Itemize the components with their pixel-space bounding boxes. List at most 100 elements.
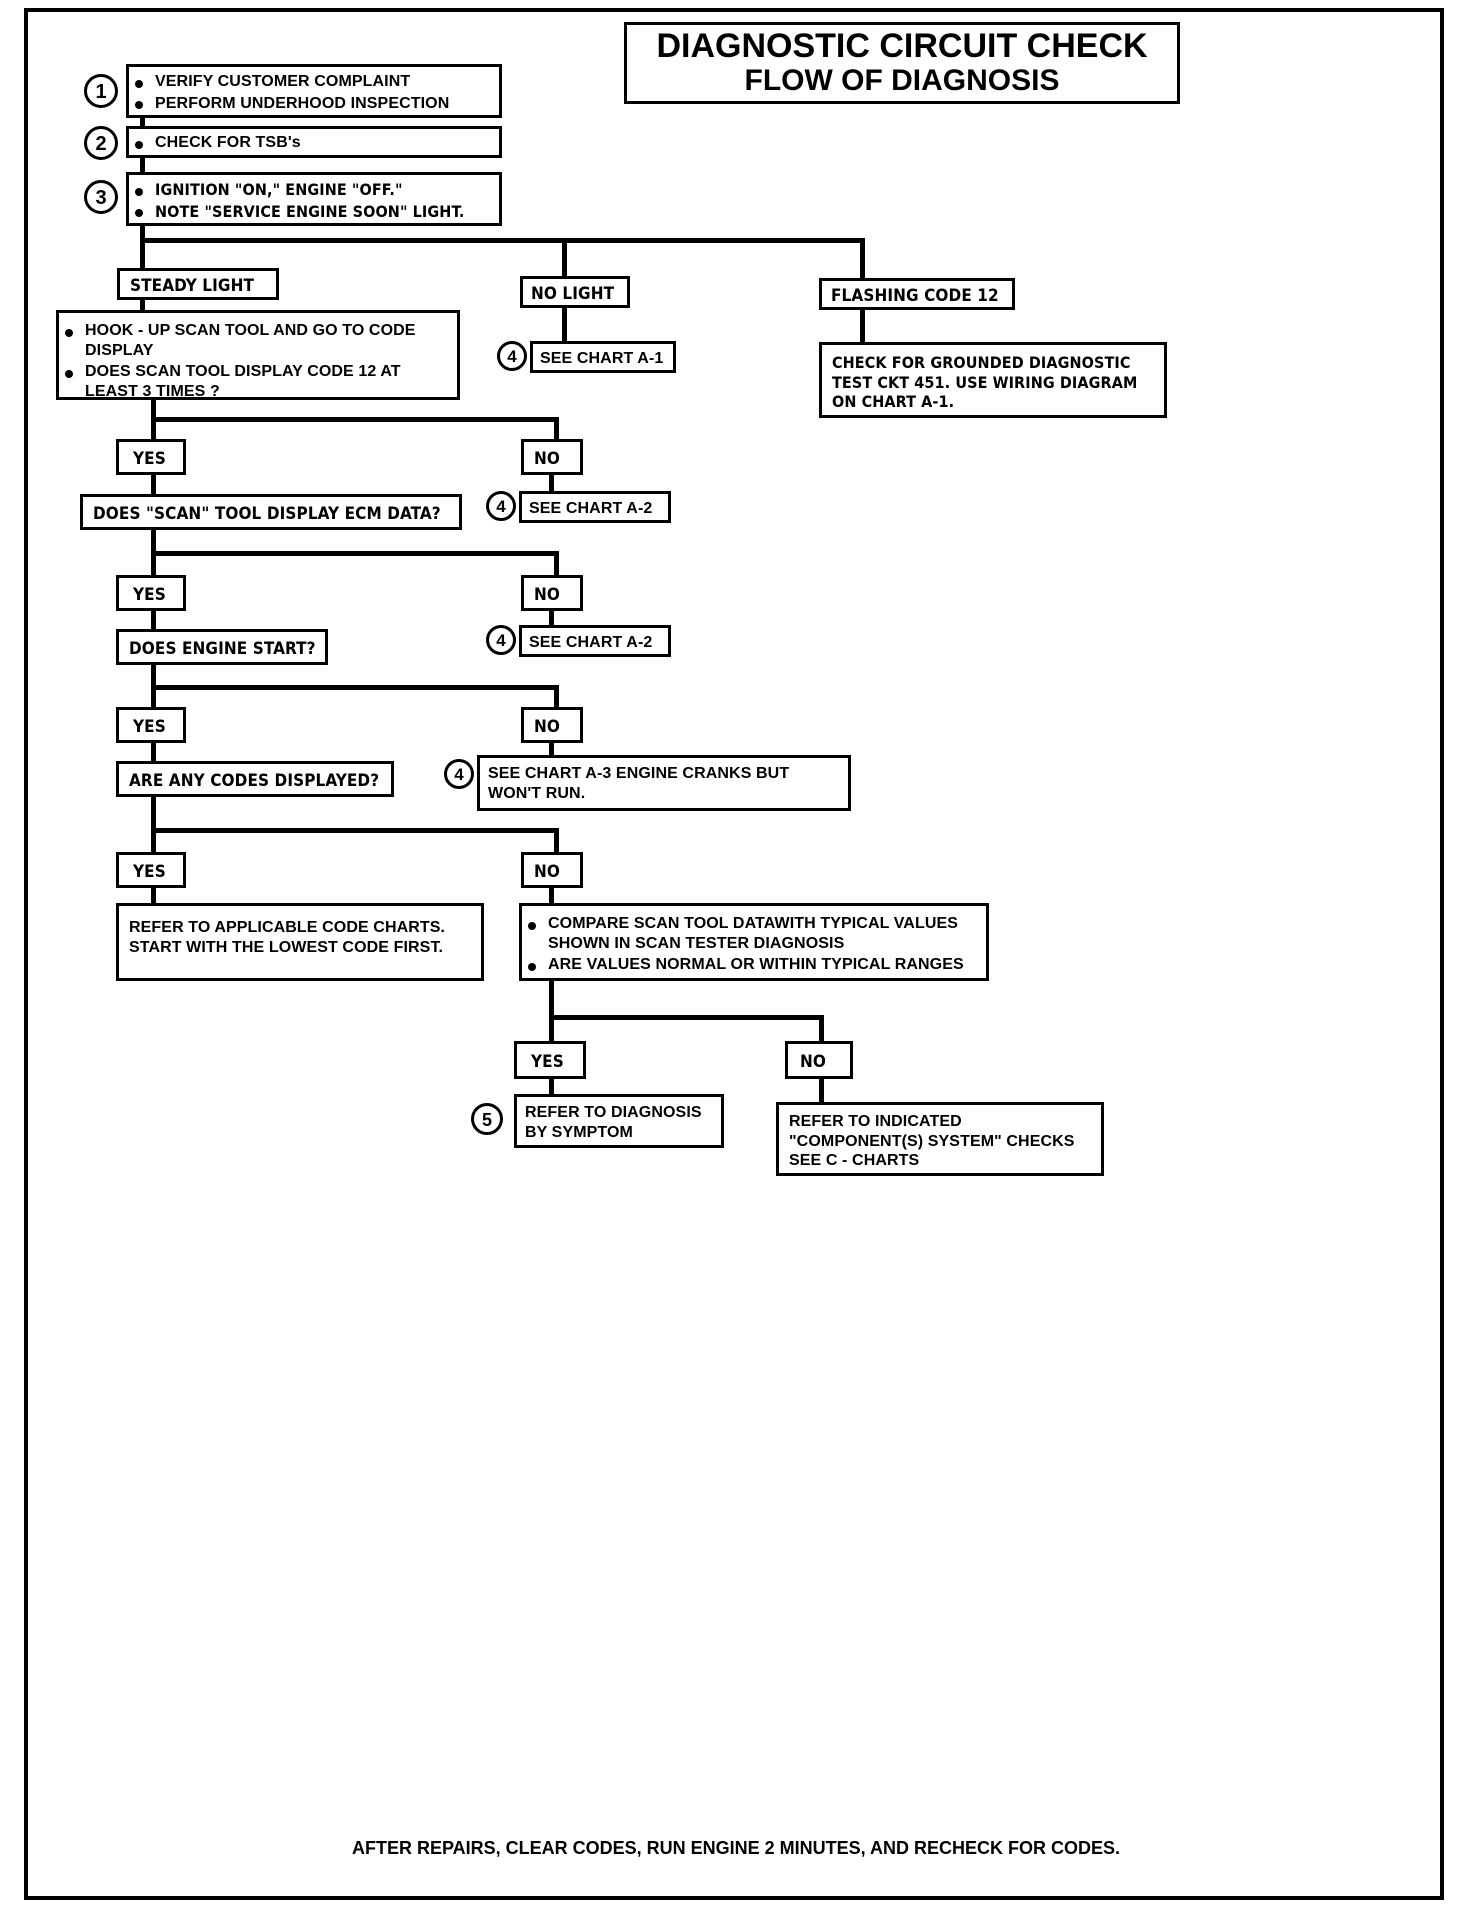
box-yes-3: YES — [116, 707, 186, 743]
box-compare-item-1-line-2: SHOWN IN SCAN TESTER DIAGNOSIS — [548, 934, 845, 952]
box-no-3: NO — [521, 707, 583, 743]
box-no-light-label: NO LIGHT — [531, 284, 615, 304]
box-flashing-code-12-label: FLASHING CODE 12 — [831, 286, 999, 306]
connector-step1-step2 — [140, 118, 145, 128]
decision-bus-4 — [151, 828, 559, 833]
step-marker-4-b: 4 — [486, 491, 516, 521]
connector-hookup-bus1 — [151, 400, 156, 422]
step-marker-4-c: 4 — [486, 625, 516, 655]
box-no-2-label: NO — [534, 585, 560, 605]
connector-step2-step3 — [140, 158, 145, 172]
box-refer-indicated-checks: REFER TO INDICATED "COMPONENT(S) SYSTEM"… — [776, 1102, 1104, 1176]
box-see-chart-a2-2-label: SEE CHART A-2 — [529, 634, 653, 651]
box-no-4: NO — [521, 852, 583, 888]
decision-bus-3-stem-yes — [151, 685, 156, 707]
box-yes-3-label: YES — [133, 717, 166, 737]
box-hookup-item-2: DOES SCAN TOOL DISPLAY CODE 12 AT LEAST … — [59, 362, 451, 401]
connector-no2-chart-a2 — [549, 611, 554, 627]
decision-bus-4-stem-yes — [151, 828, 156, 852]
box-step-2-item-1: CHECK FOR TSB's — [129, 133, 499, 153]
box-steady-light-label: STEADY LIGHT — [130, 276, 255, 296]
box-q-ecm-data-label: DOES "SCAN" TOOL DISPLAY ECM DATA? — [93, 504, 441, 524]
box-refer-code-charts: REFER TO APPLICABLE CODE CHARTS. START W… — [116, 903, 484, 981]
box-compare-item-1: COMPARE SCAN TOOL DATAWITH TYPICAL VALUE… — [522, 914, 982, 953]
branch-stem-steady — [140, 238, 145, 270]
decision-bus-4-stem-no — [554, 828, 559, 852]
step-marker-4-c-label: 4 — [496, 631, 506, 650]
step-marker-3-label: 3 — [95, 187, 107, 209]
connector-codes-bus4 — [151, 797, 156, 831]
decision-bus-1-stem-yes — [151, 417, 156, 439]
title-line-1: DIAGNOSTIC CIRCUIT CHECK — [656, 27, 1148, 65]
box-steady-light: STEADY LIGHT — [117, 268, 279, 300]
box-grounded-diagnostic: CHECK FOR GROUNDED DIAGNOSTIC TEST CKT 4… — [819, 342, 1167, 418]
decision-bus-5 — [549, 1015, 824, 1020]
box-step-1-item-1: VERIFY CUSTOMER COMPLAINT — [129, 72, 499, 92]
connector-steady-hookup — [140, 300, 145, 312]
box-no-5-label: NO — [800, 1052, 826, 1072]
box-refer-indicated-line-2: "COMPONENT(S) SYSTEM" CHECKS — [789, 1132, 1075, 1150]
box-refer-code-charts-line-1: REFER TO APPLICABLE CODE CHARTS. — [129, 919, 446, 936]
box-refer-symptom-line-1: REFER TO DIAGNOSIS — [525, 1104, 702, 1121]
box-yes-1-label: YES — [133, 449, 166, 469]
footer-note: AFTER REPAIRS, CLEAR CODES, RUN ENGINE 2… — [351, 1838, 1121, 1858]
decision-bus-5-stem-yes — [549, 1015, 554, 1041]
box-refer-symptom-line-2: BY SYMPTOM — [525, 1123, 633, 1141]
box-see-chart-a2-2: SEE CHART A-2 — [519, 625, 671, 657]
connector-yes3-codes — [151, 743, 156, 761]
step-marker-4-a-label: 4 — [507, 347, 517, 366]
box-no-5: NO — [785, 1041, 853, 1079]
step-marker-3: 3 — [84, 180, 118, 214]
box-no-1-label: NO — [534, 449, 560, 469]
box-no-light: NO LIGHT — [520, 276, 630, 308]
box-see-chart-a3: SEE CHART A-3 ENGINE CRANKS BUT WON'T RU… — [477, 755, 851, 811]
decision-bus-1 — [151, 417, 559, 422]
box-see-chart-a1-label: SEE CHART A-1 — [540, 350, 664, 367]
page-border — [24, 8, 1444, 1900]
box-flashing-code-12: FLASHING CODE 12 — [819, 278, 1015, 310]
step-marker-2-label: 2 — [95, 133, 107, 155]
box-q-engine-start-label: DOES ENGINE START? — [129, 639, 316, 659]
connector-no1-chart-a2 — [549, 475, 554, 493]
box-step-2: CHECK FOR TSB's — [126, 126, 502, 158]
box-no-3-label: NO — [534, 717, 560, 737]
box-see-chart-a1: SEE CHART A-1 — [530, 341, 676, 373]
box-grounded-line-1: CHECK FOR GROUNDED DIAGNOSTIC — [832, 353, 1131, 372]
connector-yes1-ecm — [151, 475, 156, 495]
branch-bus-main — [140, 238, 865, 243]
box-step-1-item-2: PERFORM UNDERHOOD INSPECTION — [129, 94, 499, 114]
box-see-chart-a2-1-label: SEE CHART A-2 — [529, 500, 653, 517]
box-no-1: NO — [521, 439, 583, 475]
decision-bus-2-stem-yes — [151, 551, 156, 575]
box-no-2: NO — [521, 575, 583, 611]
box-refer-indicated-line-3: SEE C - CHARTS — [789, 1152, 920, 1170]
connector-no5-indicated — [819, 1079, 824, 1103]
box-step-1: VERIFY CUSTOMER COMPLAINT PERFORM UNDERH… — [126, 64, 502, 118]
box-step-3-item-1: IGNITION "ON," ENGINE "OFF." — [129, 180, 499, 200]
box-see-chart-a3-line-1: SEE CHART A-3 ENGINE CRANKS BUT — [488, 765, 790, 782]
box-yes-5: YES — [514, 1041, 586, 1079]
connector-flashing-grounded — [860, 310, 865, 344]
box-q-ecm-data: DOES "SCAN" TOOL DISPLAY ECM DATA? — [80, 494, 462, 530]
connector-ecm-bus2 — [151, 530, 156, 556]
box-step-3: IGNITION "ON," ENGINE "OFF." NOTE "SERVI… — [126, 172, 502, 226]
connector-step3-down — [140, 226, 145, 242]
connector-no3-chart-a3 — [549, 743, 554, 759]
step-marker-2: 2 — [84, 126, 118, 160]
decision-bus-2-stem-no — [554, 551, 559, 575]
box-q-engine-start: DOES ENGINE START? — [116, 629, 328, 665]
box-see-chart-a3-line-2: WON'T RUN. — [488, 784, 586, 802]
step-marker-4-a: 4 — [497, 341, 527, 371]
box-refer-indicated-line-1: REFER TO INDICATED — [789, 1113, 962, 1130]
title-block: DIAGNOSTIC CIRCUIT CHECK FLOW OF DIAGNOS… — [624, 22, 1180, 104]
decision-bus-1-stem-no — [554, 417, 559, 439]
step-marker-5: 5 — [471, 1103, 503, 1135]
box-yes-2: YES — [116, 575, 186, 611]
connector-no4-compare — [549, 888, 554, 904]
box-refer-diagnosis-symptom: REFER TO DIAGNOSIS BY SYMPTOM — [514, 1094, 724, 1148]
decision-bus-3 — [151, 685, 559, 690]
box-grounded-line-3: ON CHART A-1. — [832, 392, 955, 412]
decision-bus-2 — [151, 551, 559, 556]
branch-stem-flashing — [860, 238, 865, 278]
